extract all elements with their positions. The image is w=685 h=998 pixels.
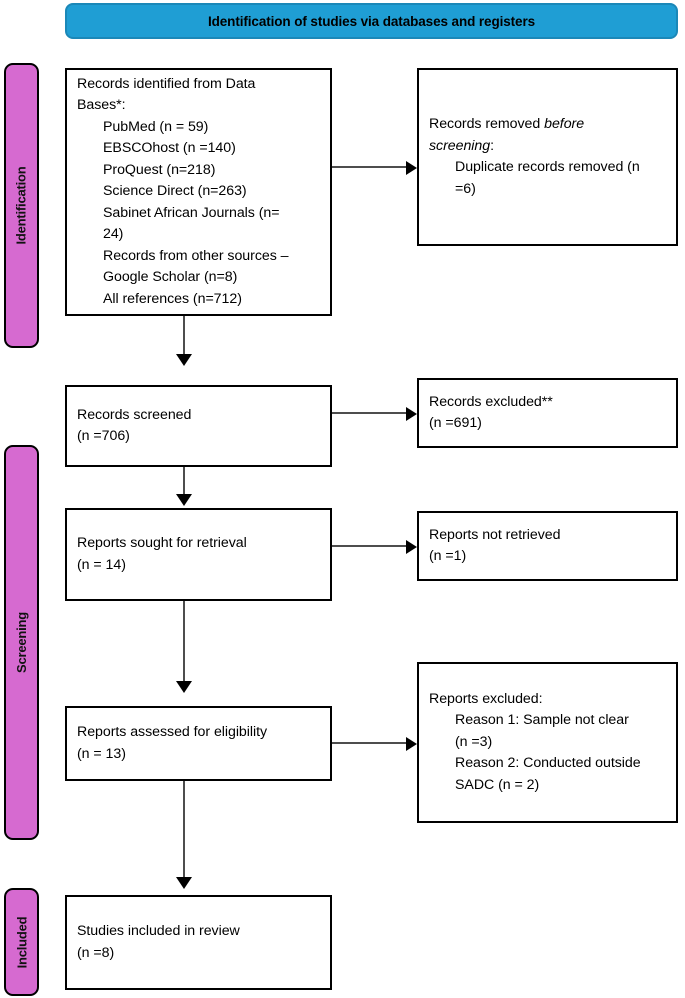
box-reports-not-retrieved: Reports not retrieved (n =1) — [417, 511, 678, 581]
stage-bar-included: Included — [4, 888, 39, 996]
header-banner-title: Identification of studies via databases … — [207, 13, 536, 29]
studies-included-count: (n =8) — [77, 944, 115, 961]
records-identified-google-scholar: Google Scholar (n=8) — [103, 269, 238, 286]
connector-line-sought-to-not-retrieved — [332, 545, 408, 547]
records-removed-text-a: Records removed — [429, 116, 545, 132]
records-removed-text-italic: before — [544, 116, 585, 132]
records-identified-source-sabinet: Sabinet African Journals (n= — [103, 204, 280, 221]
box-records-identified: Records identified from Data Bases*: Pub… — [65, 68, 332, 316]
box-reports-excluded: Reports excluded: Reason 1: Sample not c… — [417, 662, 678, 823]
stage-label-identification: Identification — [14, 166, 29, 245]
records-removed-line-1: Records removed before — [429, 114, 666, 136]
records-identified-source-science-direct: Science Direct (n=263) — [103, 183, 247, 200]
stage-label-screening: Screening — [14, 611, 29, 674]
connector-line-assessed-to-excluded — [332, 742, 408, 744]
records-identified-line-1: Records identified from Data — [77, 75, 256, 92]
studies-included-label: Studies included in review — [77, 923, 240, 939]
reports-assessed-count: (n = 13) — [77, 745, 126, 762]
records-excluded-count: (n =691) — [429, 415, 482, 431]
records-identified-source-sabinet-count: 24) — [103, 226, 124, 243]
records-removed-text-italic-2: screening — [429, 137, 491, 154]
reports-not-retrieved-count: (n =1) — [429, 548, 467, 564]
records-removed-line-2: screening: — [429, 136, 666, 158]
connector-line-screened-to-excluded — [332, 412, 408, 414]
records-identified-source-pubmed: PubMed (n = 59) — [103, 118, 209, 135]
records-removed-colon: : — [490, 137, 494, 154]
box-records-screened: Records screened (n =706) — [65, 385, 332, 467]
box-studies-included: Studies included in review (n =8) — [65, 895, 332, 990]
reports-excluded-reason-2-count: SADC (n = 2) — [455, 776, 540, 793]
records-screened-label: Records screened — [77, 406, 192, 423]
records-identified-all-references: All references (n=712) — [103, 290, 242, 307]
connector-line-identified-to-screened — [183, 316, 185, 356]
stage-bar-screening: Screening — [4, 445, 39, 840]
stage-label-included: Included — [14, 916, 30, 968]
records-identified-other-sources: Records from other sources – — [103, 247, 289, 264]
reports-sought-count: (n = 14) — [77, 556, 126, 573]
connector-arrow-sought-to-not-retrieved — [406, 540, 417, 554]
connector-line-sought-to-assessed — [183, 601, 185, 682]
records-identified-source-ebscohost: EBSCOhost (n =140) — [103, 140, 236, 157]
records-removed-duplicates-count: =6) — [455, 180, 476, 197]
box-records-removed: Records removed before screening: Duplic… — [417, 68, 678, 246]
connector-line-screened-to-sought — [183, 467, 185, 496]
reports-excluded-reason-1: Reason 1: Sample not clear — [455, 712, 629, 729]
records-excluded-label: Records excluded** — [429, 393, 553, 410]
reports-not-retrieved-label: Reports not retrieved — [429, 526, 561, 543]
connector-arrow-assessed-to-included — [176, 877, 192, 889]
reports-sought-label: Reports sought for retrieval — [77, 535, 247, 551]
records-identified-line-2: Bases*: — [77, 97, 126, 114]
stage-bar-identification: Identification — [4, 63, 39, 348]
connector-arrow-sought-to-assessed — [176, 681, 192, 693]
connector-arrow-screened-to-sought — [176, 494, 192, 506]
box-reports-sought: Reports sought for retrieval (n = 14) — [65, 508, 332, 601]
header-banner: Identification of studies via databases … — [65, 3, 678, 39]
connector-arrow-identified-to-removed — [406, 161, 417, 175]
records-removed-duplicates: Duplicate records removed (n — [455, 159, 640, 175]
records-identified-source-proquest: ProQuest (n=218) — [103, 161, 216, 178]
connector-line-identified-to-removed — [332, 166, 408, 168]
reports-excluded-heading: Reports excluded: — [429, 690, 543, 707]
records-screened-count: (n =706) — [77, 428, 130, 444]
connector-arrow-screened-to-excluded — [406, 407, 417, 421]
reports-excluded-reason-2: Reason 2: Conducted outside — [455, 755, 641, 772]
reports-assessed-label: Reports assessed for eligibility — [77, 724, 268, 740]
reports-excluded-reason-1-count: (n =3) — [455, 733, 493, 750]
connector-line-assessed-to-included — [183, 781, 185, 879]
connector-arrow-assessed-to-excluded — [406, 737, 417, 751]
connector-arrow-identified-to-screened — [176, 354, 192, 366]
box-reports-assessed: Reports assessed for eligibility (n = 13… — [65, 706, 332, 781]
box-records-excluded: Records excluded** (n =691) — [417, 378, 678, 448]
